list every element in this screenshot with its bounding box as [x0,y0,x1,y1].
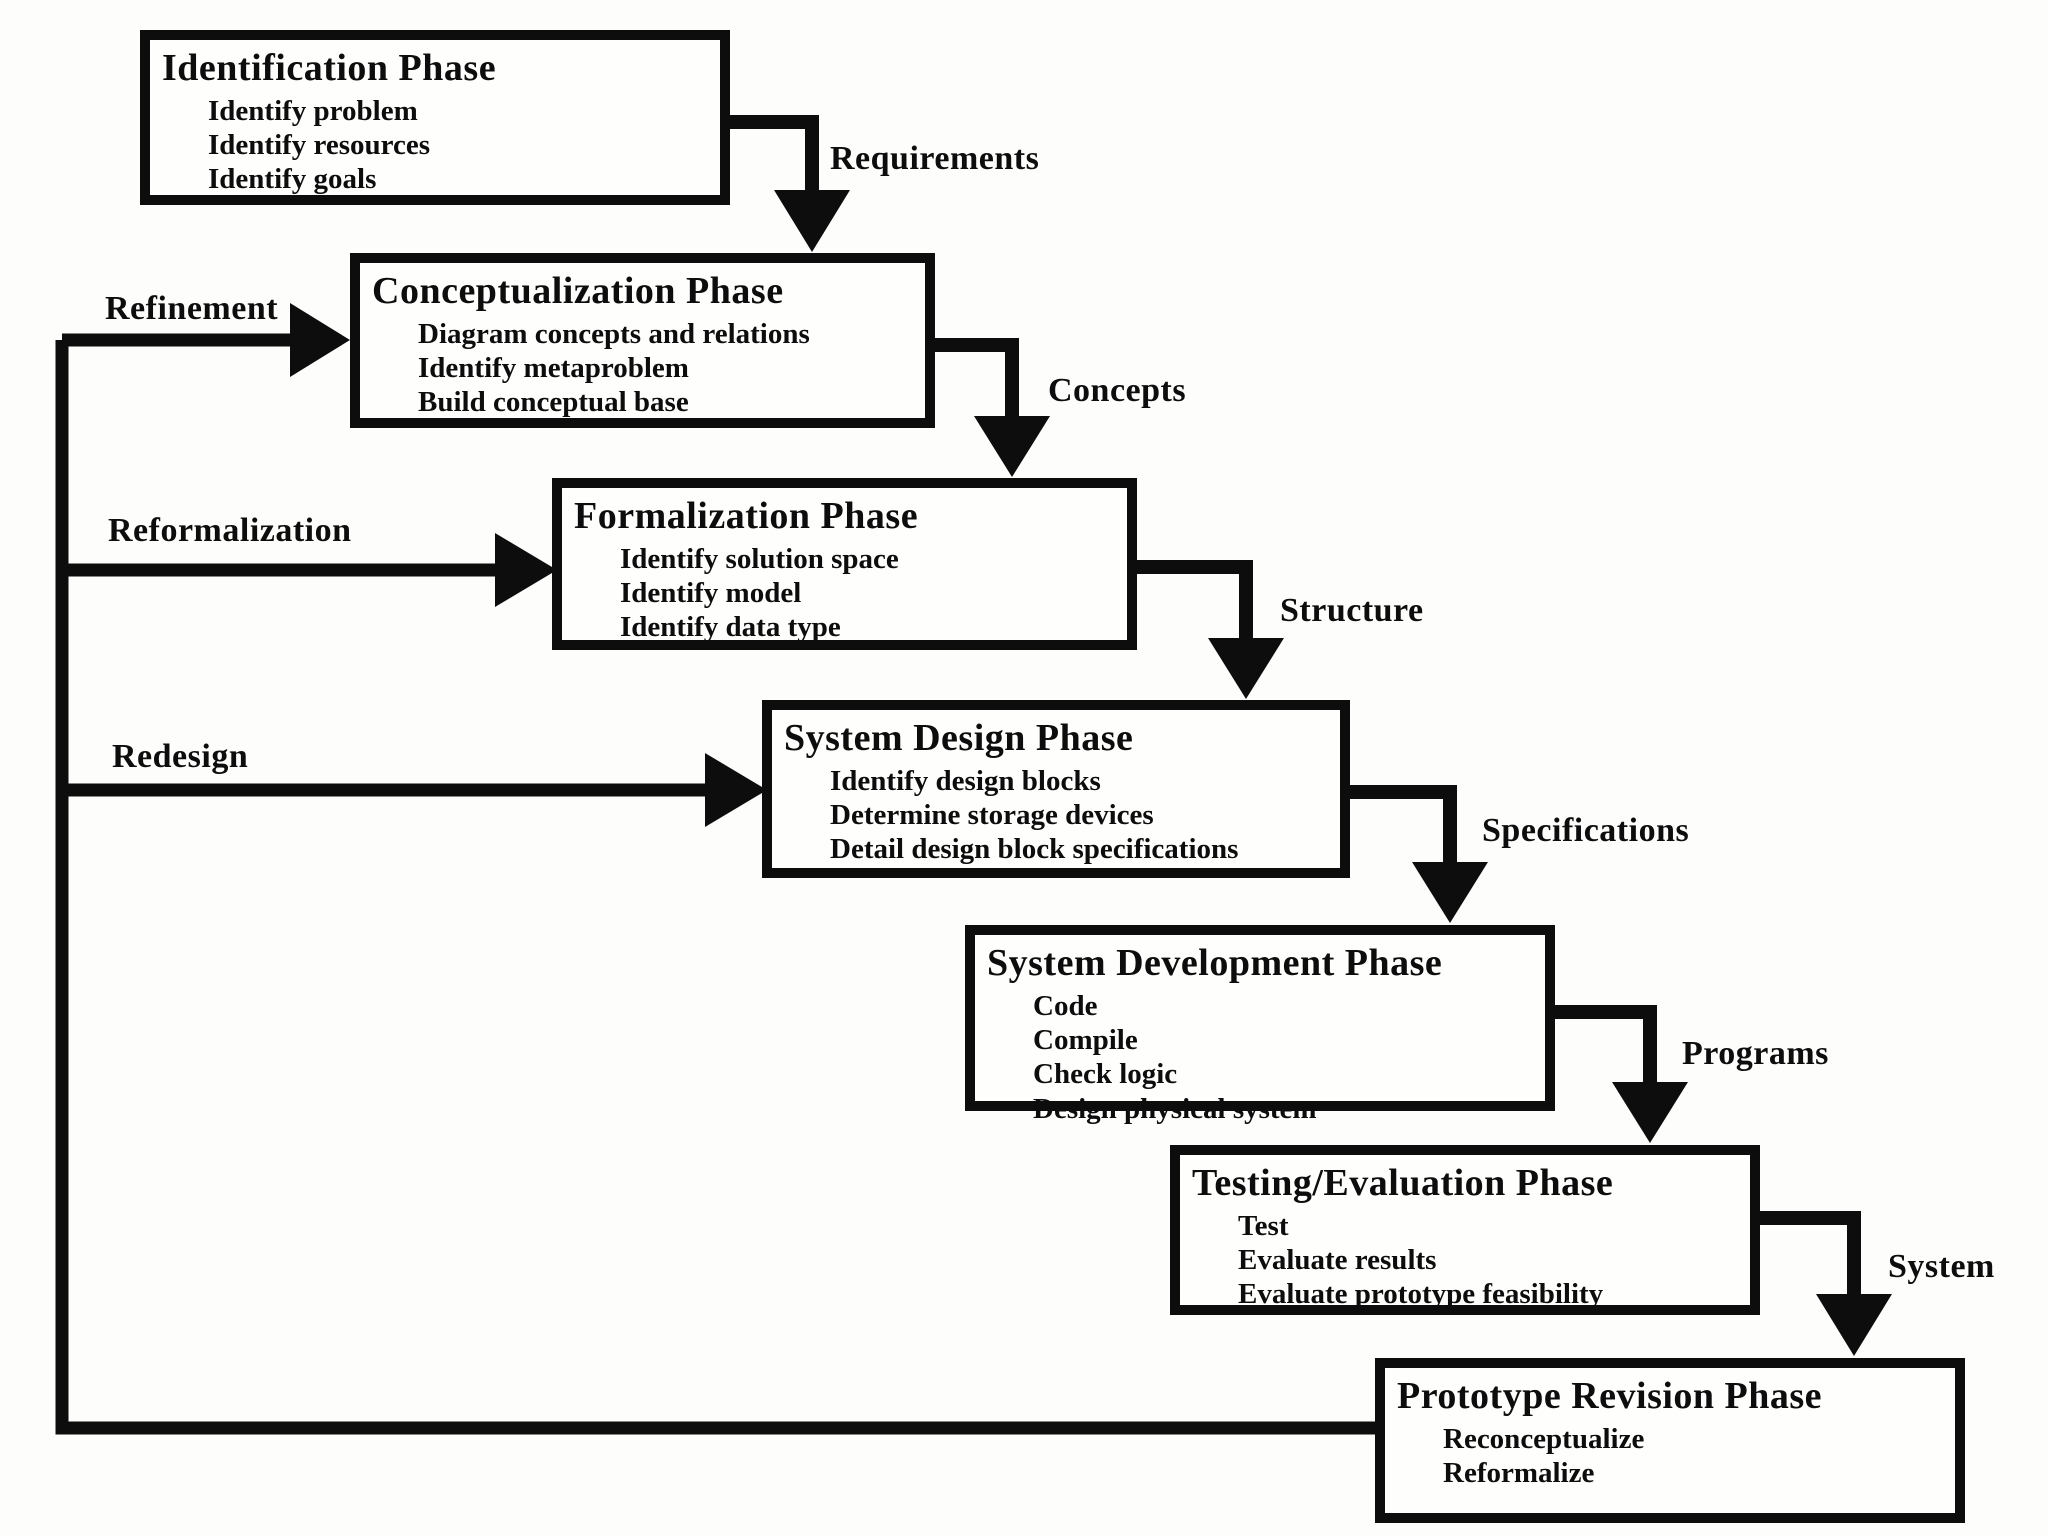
phase-title: System Design Phase [784,717,1134,759]
phase-title: System Development Phase [987,942,1443,984]
phase-item: Evaluate results [1238,1244,1437,1277]
phase-box-formalization: Formalization Phase Identify solution sp… [552,478,1137,650]
phase-item: Identify data type [620,611,841,644]
reformalization-arrow-head [495,533,557,607]
refinement-arrow-head [290,303,350,377]
phase-title: Identification Phase [162,47,497,89]
feedback-label-reformalization: Reformalization [108,512,352,549]
programs-arrow-head [1612,1082,1688,1143]
phase-item: Identify model [620,577,802,610]
phase-item-list: Identify solution space Identify model I… [620,542,1117,645]
flow-label-specifications: Specifications [1482,812,1690,849]
concepts-arrow-line [927,338,1019,420]
redesign-arrow-head [705,753,767,827]
system-arrow-line [1752,1211,1861,1298]
phase-item-list: Identify problem Identify resources Iden… [208,94,710,197]
structure-arrow-line [1129,560,1253,642]
phase-item: Identify goals [208,163,377,196]
phase-item: Reconceptualize [1443,1423,1645,1456]
phase-box-system-design: System Design Phase Identify design bloc… [762,700,1350,878]
flow-label-programs: Programs [1682,1035,1829,1072]
feedback-trunk-line [55,340,1380,1435]
flow-label-system: System [1888,1248,1995,1285]
concepts-arrow-head [974,416,1050,477]
feedback-label-redesign: Redesign [112,738,249,775]
phase-item: Build conceptual base [418,386,689,419]
phase-item: Identify resources [208,129,431,162]
phase-item: Determine storage devices [830,799,1154,832]
phase-item: Diagram concepts and relations [418,318,810,351]
phase-title: Prototype Revision Phase [1397,1375,1823,1417]
phase-item: Reformalize [1443,1457,1595,1490]
phase-item-list: Code Compile Check logic Design physical… [1033,989,1535,1126]
programs-arrow-line [1547,1005,1657,1086]
phase-title: Formalization Phase [574,495,919,537]
phase-item: Code [1033,990,1098,1023]
phase-box-prototype-revision: Prototype Revision Phase Reconceptualize… [1375,1358,1965,1523]
phase-item: Identify solution space [620,543,899,576]
flow-label-requirements: Requirements [830,140,1040,177]
phase-item: Design physical system [1033,1092,1317,1125]
phase-item: Identify problem [208,95,418,128]
flow-label-concepts: Concepts [1048,372,1187,409]
phase-item: Detail design block specifications [830,833,1239,866]
phase-item: Evaluate prototype feasibility [1238,1278,1604,1311]
structure-arrow-head [1208,638,1284,699]
phase-item-list: Identify design blocks Determine storage… [830,764,1330,867]
phase-item: Identify design blocks [830,765,1101,798]
phase-item: Identify metaproblem [418,352,689,385]
phase-title: Conceptualization Phase [372,270,784,312]
specifications-arrow-line [1342,785,1457,866]
phase-box-testing-evaluation: Testing/Evaluation Phase Test Evaluate r… [1170,1145,1760,1315]
phase-item: Check logic [1033,1058,1178,1091]
phase-item: Compile [1033,1024,1138,1057]
phase-box-identification: Identification Phase Identify problem Id… [140,30,730,205]
phase-box-system-development: System Development Phase Code Compile Ch… [965,925,1555,1125]
phase-item-list: Reconceptualize Reformalize [1443,1422,1945,1490]
phase-item-list: Test Evaluate results Evaluate prototype… [1238,1209,1740,1312]
phase-box-conceptualization: Conceptualization Phase Diagram concepts… [350,253,935,428]
requirements-arrow-head [774,190,850,252]
phase-title: Testing/Evaluation Phase [1192,1162,1614,1204]
requirements-arrow-line [722,115,819,196]
system-arrow-head [1816,1294,1892,1356]
flow-label-structure: Structure [1280,592,1424,629]
feedback-label-refinement: Refinement [105,290,279,327]
phase-item-list: Diagram concepts and relations Identify … [418,317,915,420]
phase-item: Test [1238,1210,1289,1243]
specifications-arrow-head [1412,862,1488,923]
